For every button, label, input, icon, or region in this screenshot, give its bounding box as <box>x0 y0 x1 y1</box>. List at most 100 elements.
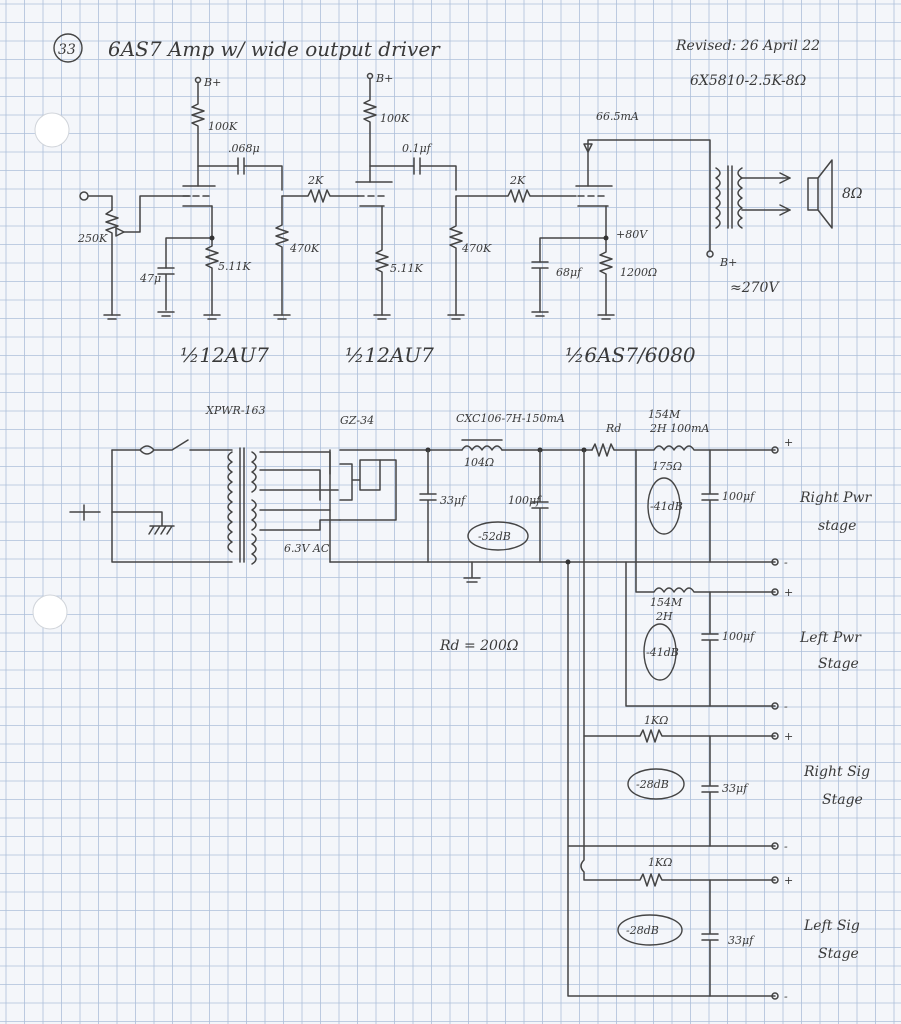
right-pwr-atten: -41dB <box>650 500 683 513</box>
output-current-label: 66.5mA <box>596 110 639 123</box>
ground-icon <box>103 314 121 320</box>
junction-dot <box>209 235 215 241</box>
choke-label: CXC106-7H-150mA <box>456 412 565 425</box>
output-transformer <box>715 165 733 229</box>
current-arrow-icon <box>583 143 593 153</box>
left-pwr-label-1: Left Pwr <box>799 630 862 646</box>
ground-icon <box>273 314 291 320</box>
terminal-plus: + <box>784 874 793 887</box>
grid-leak-2-label: 470K <box>461 242 492 255</box>
left-sig-resistor <box>580 735 776 887</box>
revision-date: Revised: 26 April 22 <box>675 38 820 54</box>
output-cathode-cap-label: 68μf <box>556 266 583 279</box>
terminal-node <box>771 588 779 596</box>
binder-hole <box>32 594 68 630</box>
coupling-cap-2-label: 0.1μf <box>402 142 433 155</box>
right-pwr-choke <box>635 445 776 451</box>
speaker-icon <box>807 159 833 229</box>
output-plate-wire <box>587 139 711 251</box>
left-sig-atten-oval <box>617 914 683 946</box>
power-transformer <box>227 447 245 563</box>
heater-label: 6.3V AC <box>284 542 330 555</box>
right-pwr-choke-label: 154M <box>648 408 681 421</box>
right-sig-resistor-label: 1KΩ <box>644 714 668 727</box>
grid-wire-1 <box>123 195 191 233</box>
ground-icon <box>463 561 481 583</box>
signal-ground-rail <box>567 561 776 997</box>
right-sig-atten-oval <box>627 768 685 800</box>
speaker-wires <box>741 177 791 211</box>
transformer-code: 6X5810-2.5K-8Ω <box>690 73 807 89</box>
tube-label-3: ½6AS7/6080 <box>565 343 696 367</box>
output-tube-elements <box>575 185 613 207</box>
page-title: 6AS7 Amp w/ wide output driver <box>108 37 441 61</box>
second-filter-cap <box>531 449 549 563</box>
terminal-minus: - <box>784 990 788 1003</box>
right-pwr-resistance: 175Ω <box>652 460 682 473</box>
sheet-number: 33 <box>58 42 76 58</box>
right-sig-cap <box>701 735 719 847</box>
terminal-plus: + <box>784 586 793 599</box>
bplus-label-2: B+ <box>375 72 393 85</box>
terminal-minus: - <box>784 700 788 713</box>
left-sig-cap-label: 33μf <box>728 934 755 947</box>
bplus-node-2 <box>366 72 374 80</box>
bplus-label-1: B+ <box>203 76 221 89</box>
output-transformer-secondary <box>737 167 743 229</box>
terminal-node <box>771 876 779 884</box>
left-pwr-label-2: Stage <box>818 656 859 672</box>
binder-hole <box>34 112 70 148</box>
left-pwr-ground <box>625 561 776 707</box>
input-pot <box>105 209 119 316</box>
terminal-node <box>771 732 779 740</box>
right-pwr-cap-label: 100μf <box>722 490 756 503</box>
speaker-terminal-icon <box>779 172 791 216</box>
left-pwr-cap-label: 100μf <box>722 630 756 643</box>
output-bplus-node <box>706 250 714 258</box>
junction-dot <box>565 559 571 565</box>
left-pwr-choke-label: 154M <box>650 596 683 609</box>
rd-resistor <box>591 443 637 457</box>
terminal-node <box>771 446 779 454</box>
grid-leak-1-label: 470K <box>289 242 320 255</box>
atten-main-oval <box>467 521 529 551</box>
plate-resistor-2-label: 100K <box>380 112 410 125</box>
terminal-plus: + <box>784 436 793 449</box>
tube-label-2: ½12AU7 <box>345 343 434 367</box>
tube-2-elements <box>355 181 393 207</box>
bplus-node-1 <box>194 76 202 84</box>
right-pwr-label-1: Right Pwr <box>799 490 872 506</box>
right-sig-label-1: Right Sig <box>803 764 870 780</box>
terminal-node <box>771 558 779 566</box>
rd-value: Rd = 200Ω <box>439 638 519 654</box>
output-bplus-voltage: ≈270V <box>730 280 780 296</box>
second-cap-label: 100μf <box>508 494 542 507</box>
first-cap-label: 33μf <box>440 494 467 507</box>
output-cathode-voltage: +80V <box>616 228 648 241</box>
mains-plug-icon <box>69 504 101 521</box>
left-sig-label-2: Stage <box>818 946 859 962</box>
output-cathode-cap <box>531 261 549 313</box>
amplifier-schematic: 250K B+ 100K .068μ 47μ 5.11K 470K 2K B+ … <box>77 72 863 367</box>
coupling-cap-2 <box>369 157 457 191</box>
grid-stopper-1-label: 2K <box>307 174 324 187</box>
left-pwr-choke <box>635 449 776 593</box>
input-jack <box>79 191 89 201</box>
choke-resistance-label: 104Ω <box>464 456 494 469</box>
grid-leak-2 <box>449 195 463 316</box>
left-pwr-cap <box>701 591 719 707</box>
coupling-cap-1 <box>197 157 283 191</box>
coupling-cap-1-label: .068μ <box>228 142 260 155</box>
left-sig-cap <box>701 879 719 997</box>
cathode-cap-1 <box>157 267 175 311</box>
pot-wiper-icon <box>115 227 125 237</box>
left-sig-label-1: Left Sig <box>803 918 860 934</box>
right-pwr-atten-oval <box>647 477 681 535</box>
cathode-resistor-1-label: 5.11K <box>218 260 251 273</box>
ground-icon <box>373 314 391 320</box>
grid-stopper-2-label: 2K <box>509 174 526 187</box>
mains-wire <box>111 449 233 563</box>
terminal-plus: + <box>784 730 793 743</box>
tube-label-1: ½12AU7 <box>180 343 269 367</box>
